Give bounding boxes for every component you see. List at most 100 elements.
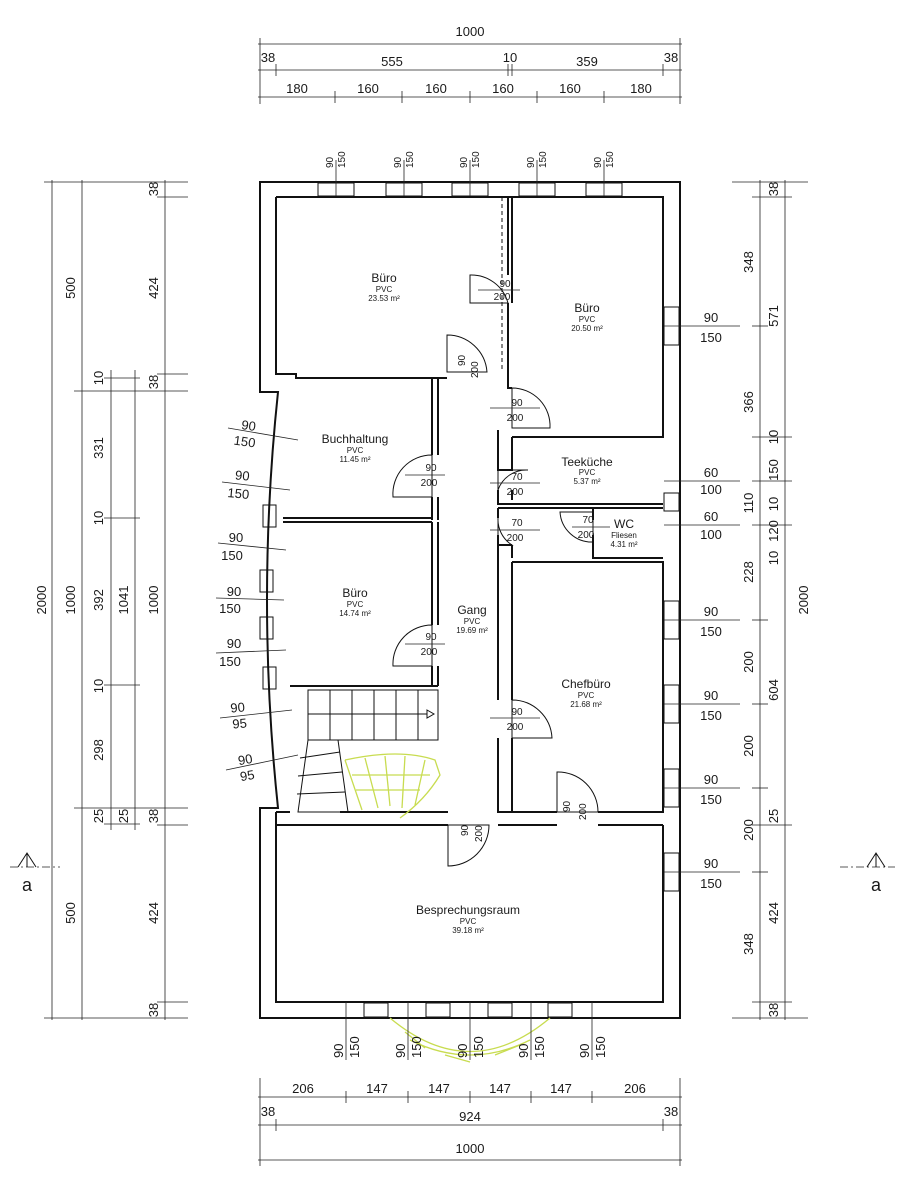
door-1[interactable]: 90 200 xyxy=(446,334,488,378)
dim-bottom-1-5: 206 xyxy=(624,1081,646,1096)
door-2[interactable]: 90 200 xyxy=(490,387,551,429)
exterior-wall-inner-upper xyxy=(276,196,664,438)
dim-left-c3-4: 10 xyxy=(91,679,106,693)
window-bottom-1-b: 150 xyxy=(409,1036,424,1058)
room-buchhaltung-area: 11.45 m² xyxy=(340,455,371,464)
dim-left-c2-1: 1000 xyxy=(63,586,78,615)
window-left-0-a: 90 xyxy=(240,417,256,434)
window-bottom-3-a: 90 xyxy=(516,1044,531,1058)
dim-right-c2-1: 571 xyxy=(766,305,781,327)
window-left-6-a: 90 xyxy=(237,751,254,768)
wall-buero1-right xyxy=(507,197,513,389)
window-right-6-b: 150 xyxy=(700,876,722,891)
window-bottom: 90 150 90 150 90 150 90 150 90 150 xyxy=(331,1002,608,1060)
door-3-width: 70 xyxy=(511,472,523,483)
dim-bottom-1-3: 147 xyxy=(489,1081,511,1096)
window-top-0-b: 150 xyxy=(337,151,348,168)
door-5[interactable]: 70 200 xyxy=(490,517,540,546)
dim-right-c1-3: 228 xyxy=(741,561,756,583)
door-9-height: 200 xyxy=(578,803,589,820)
room-buchhaltung: Buchhaltung PVC 11.45 m² xyxy=(322,432,389,464)
door-4-height: 200 xyxy=(421,478,438,489)
dim-bottom-1-1: 147 xyxy=(366,1081,388,1096)
door-9-width: 90 xyxy=(562,800,573,812)
window-top-1-b: 150 xyxy=(405,151,416,168)
room-buero-3: Büro PVC 14.74 m² xyxy=(339,586,371,618)
room-buero-1-area: 23.53 m² xyxy=(368,294,400,303)
dim-top-3-3: 160 xyxy=(492,81,514,96)
dim-top-3-1: 160 xyxy=(357,81,379,96)
window-bottom-0-a: 90 xyxy=(331,1044,346,1058)
door-3[interactable]: 70 200 xyxy=(490,469,540,498)
dim-bottom-2-2: 38 xyxy=(664,1104,678,1119)
dim-right-c2-4: 10 xyxy=(766,497,781,511)
room-buchhaltung-name: Buchhaltung xyxy=(322,432,389,446)
stair-arrow xyxy=(426,709,436,719)
window-right-1-a: 60 xyxy=(704,465,718,480)
door-9[interactable]: 90 200 xyxy=(556,771,599,820)
room-besprechungsraum-name: Besprechungsraum xyxy=(416,903,520,917)
window-left: 90 150 90 150 90 150 90 150 90 150 90 95… xyxy=(215,417,299,784)
window-bottom-4-a: 90 xyxy=(577,1044,592,1058)
door-6-height: 200 xyxy=(578,530,595,541)
window-top-3-a: 90 xyxy=(526,156,537,168)
window-right-2-a: 60 xyxy=(704,509,718,524)
window-right-4-a: 90 xyxy=(704,688,718,703)
wall-gang-left-upper xyxy=(431,378,439,520)
window-right: 90 150 60 100 60 100 90 150 90 150 90 15… xyxy=(663,306,740,892)
room-buero-1: Büro PVC 23.53 m² xyxy=(368,271,400,303)
door-4[interactable]: 90 200 xyxy=(392,454,445,498)
door-6-width: 70 xyxy=(582,515,594,526)
window-left-2-a: 90 xyxy=(229,530,243,545)
dim-top-2-0: 38 xyxy=(261,50,275,65)
window-right-5-a: 90 xyxy=(704,772,718,787)
windows: 90 150 90 150 90 150 90 150 90 150 90 15… xyxy=(215,151,740,1060)
window-left-6-b: 95 xyxy=(239,767,256,784)
dim-right-c2-3: 150 xyxy=(766,459,781,481)
window-left-1-b: 150 xyxy=(227,485,250,502)
window-right-3-b: 150 xyxy=(700,624,722,639)
dim-bottom-2-1: 924 xyxy=(459,1109,481,1124)
dim-top-2-4: 38 xyxy=(664,50,678,65)
door-6[interactable]: 70 200 xyxy=(559,511,610,543)
room-chefbuero: Chefbüro PVC 21.68 m² xyxy=(561,677,611,709)
window-right-6-a: 90 xyxy=(704,856,718,871)
exterior-wall-outer xyxy=(259,181,681,1019)
room-gang-area: 19.69 m² xyxy=(456,626,488,635)
door-8-height: 200 xyxy=(507,722,524,733)
door-0[interactable]: 90 200 xyxy=(469,274,520,304)
room-buero-2-area: 20.50 m² xyxy=(571,324,603,333)
dim-right-c1-7: 348 xyxy=(741,933,756,955)
room-wc: WC Fliesen 4.31 m² xyxy=(610,517,637,549)
dim-bottom-1-0: 206 xyxy=(292,1081,314,1096)
door-10-width: 90 xyxy=(460,824,471,836)
room-gang: Gang PVC 19.69 m² xyxy=(456,603,488,635)
room-teekueche: Teeküche PVC 5.37 m² xyxy=(561,455,613,486)
section-mark-right-label: a xyxy=(871,875,882,895)
stair-hatch xyxy=(344,753,441,819)
room-buero-1-name: Büro xyxy=(371,271,397,285)
window-left-4-b: 150 xyxy=(219,654,241,669)
dim-right-c1-0: 348 xyxy=(741,251,756,273)
dim-right-c1-5: 200 xyxy=(741,735,756,757)
room-besprechungsraum-floor: PVC xyxy=(460,917,477,926)
door-0-height: 200 xyxy=(494,292,511,303)
window-right-0-a: 90 xyxy=(704,310,718,325)
window-top-0-a: 90 xyxy=(325,156,336,168)
walls xyxy=(259,181,681,1019)
window-bottom-1-a: 90 xyxy=(393,1044,408,1058)
dim-bottom-1-4: 147 xyxy=(550,1081,572,1096)
dim-left-c5-4: 38 xyxy=(146,809,161,823)
door-10[interactable]: 90 200 xyxy=(447,824,490,867)
door-8[interactable]: 90 200 xyxy=(490,699,553,739)
dim-top-3-5: 180 xyxy=(630,81,652,96)
window-left-0-b: 150 xyxy=(233,433,257,451)
door-7[interactable]: 90 200 xyxy=(392,624,445,667)
dim-right-c2-2: 10 xyxy=(766,430,781,444)
left-dimensions: 2000 500 1000 500 10 331 10 392 10 298 2… xyxy=(34,180,188,1020)
window-right-2-b: 100 xyxy=(700,527,722,542)
dim-left-total: 2000 xyxy=(34,586,49,615)
dim-left-c5-6: 38 xyxy=(146,1003,161,1017)
dim-left-c3-2: 10 xyxy=(91,511,106,525)
